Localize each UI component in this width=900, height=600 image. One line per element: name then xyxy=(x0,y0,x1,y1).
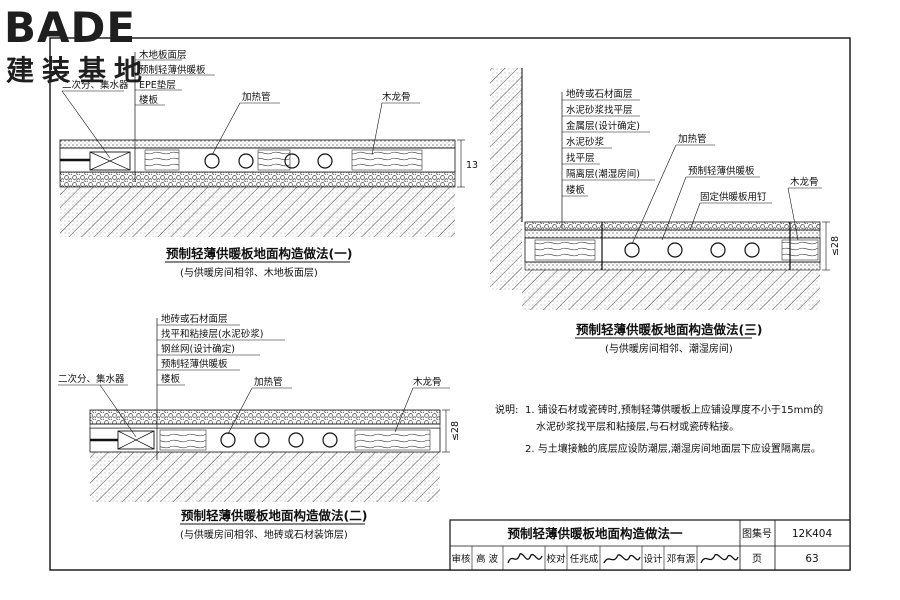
titleblock-designer: 邓有源 xyxy=(667,553,696,565)
logo-slogan: 建装基地 xyxy=(6,54,150,87)
fig2-distributor-label: 二次分、集水器 xyxy=(58,373,125,385)
fig1-dimension: 13 xyxy=(466,160,478,171)
fig3-mortar-layer xyxy=(524,229,821,239)
logo-brand: BADE xyxy=(4,3,136,52)
fig3-pipe xyxy=(744,242,760,258)
fig1-epe-layer xyxy=(59,171,456,188)
fig2-pipe xyxy=(254,432,270,448)
fig1-subtitle: (与供暖房间相邻、木地板面层) xyxy=(180,266,318,279)
fig1-label-2: EPE垫层 xyxy=(139,79,176,91)
notes-item-1: 水泥砂浆找平层和粘接层,与石材或瓷砖粘接。 xyxy=(536,420,739,433)
fig1-keels xyxy=(144,149,423,171)
fig1-keel xyxy=(144,149,180,171)
notes-item-0: 1. 铺设石材或瓷砖时,预制轻薄供暖板上应铺设厚度不小于15mm的 xyxy=(525,403,823,416)
fig3-label-6: 楼板 xyxy=(566,184,586,196)
fig1-title: 预制轻薄供暖板地面构造做法(一) xyxy=(166,246,352,261)
fig3-dimension: ≤28 xyxy=(830,236,841,256)
fig3-pipe xyxy=(710,242,726,258)
fig3-tile-finish xyxy=(524,221,821,231)
fig2-label-3: 预制轻薄供暖板 xyxy=(161,358,228,370)
fig1-floor-finish xyxy=(59,139,456,149)
fig3-label-2: 金属层(设计确定) xyxy=(566,120,640,132)
fig2-keel xyxy=(159,429,207,451)
title-block: 预制轻薄供暖板地面构造做法一 图集号 12K404 审核 高 波 校对 任兆成 … xyxy=(449,519,851,571)
fig1-pipe xyxy=(204,153,220,169)
fig2-label-0: 地砖或石材面层 xyxy=(161,313,228,325)
fig3-keel xyxy=(534,239,596,261)
titleblock-reviewer: 高 波 xyxy=(476,553,499,565)
titleblock-title: 预制轻薄供暖板地面构造做法一 xyxy=(507,526,683,541)
fig3-keels xyxy=(534,239,819,261)
fig1-pipes xyxy=(204,153,333,169)
figure-1: 木地板面层 预制轻薄供暖板 EPE垫层 楼板 二次分、集水器 加热管 木龙骨 1… xyxy=(59,49,478,279)
fig3-pipe xyxy=(667,242,683,258)
fig2-keel-label: 木龙骨 xyxy=(413,376,442,388)
fig3-keel xyxy=(781,239,819,261)
fig3-subtitle: (与供暖房间相邻、潮湿房间) xyxy=(605,342,733,355)
fig2-label-2: 钢丝网(设计确定) xyxy=(161,343,235,355)
fig1-keel-label: 木龙骨 xyxy=(382,91,411,103)
fig1-pipe xyxy=(238,153,254,169)
brand-logo: BADE 建装基地 xyxy=(4,3,150,87)
designer-signature xyxy=(700,553,739,564)
fig2-pipe xyxy=(220,432,236,448)
fig3-label-1: 水泥砂浆找平层 xyxy=(566,104,633,116)
titleblock-atlas-no: 12K404 xyxy=(792,528,833,540)
fig3-title: 预制轻薄供暖板地面构造做法(三) xyxy=(576,322,762,337)
fig1-pipe xyxy=(284,153,300,169)
titleblock-design-label: 设计 xyxy=(643,553,663,565)
fig3-label-3: 水泥砂浆 xyxy=(566,136,605,148)
fig3-label-0: 地砖或石材面层 xyxy=(566,88,633,100)
notes-heading: 说明: xyxy=(495,403,518,416)
fig2-keels xyxy=(159,429,431,451)
notes-item-2: 2. 与土壤接触的底层应设防潮层,潮湿房间地面层下应设置隔离层。 xyxy=(525,442,821,455)
figure-2: 地砖或石材面层 找平和粘接层(水泥砂浆) 钢丝网(设计确定) 预制轻薄供暖板 楼… xyxy=(58,313,461,541)
figure-3: 地砖或石材面层 水泥砂浆找平层 金属层(设计确定) 水泥砂浆 找平层 隔离层(潮… xyxy=(490,68,841,355)
fig1-pipe xyxy=(317,153,333,169)
titleblock-atlas-label: 图集号 xyxy=(742,527,772,540)
fig3-leveling-layer xyxy=(524,261,821,271)
fig1-pipe-label: 加热管 xyxy=(242,91,271,103)
fig2-pipes xyxy=(220,432,338,448)
titleblock-check-label: 校对 xyxy=(546,553,566,565)
fig3-nail-label: 固定供暖板用钉 xyxy=(700,191,767,203)
fig3-pipe-label: 加热管 xyxy=(678,133,707,145)
titleblock-page-no: 63 xyxy=(805,553,818,565)
fig2-keel xyxy=(354,429,431,451)
fig2-pipe-label: 加热管 xyxy=(254,376,283,388)
fig1-keel xyxy=(257,149,291,171)
checker-signature xyxy=(603,554,641,564)
fig3-nails xyxy=(601,222,791,270)
fig3-board-label: 预制轻薄供暖板 xyxy=(688,165,755,177)
fig2-pipe xyxy=(288,432,304,448)
fig2-title: 预制轻薄供暖板地面构造做法(二) xyxy=(181,508,367,523)
fig2-tile-finish xyxy=(89,409,441,425)
fig2-pipe xyxy=(322,432,338,448)
fig1-label-3: 楼板 xyxy=(139,94,159,106)
notes: 说明: 1. 铺设石材或瓷砖时,预制轻薄供暖板上应铺设厚度不小于15mm的 水泥… xyxy=(495,403,823,455)
fig2-label-1: 找平和粘接层(水泥砂浆) xyxy=(161,328,263,340)
titleblock-page-label: 页 xyxy=(752,553,762,565)
fig3-pipe xyxy=(624,242,640,258)
fig2-dimension: ≤28 xyxy=(450,421,461,441)
reviewer-signature xyxy=(507,553,543,564)
titleblock-checker: 任兆成 xyxy=(570,553,599,565)
fig2-wire-mesh xyxy=(89,423,441,429)
titleblock-review-label: 审核 xyxy=(451,553,471,565)
fig1-keel xyxy=(351,149,423,171)
fig2-subtitle: (与供暖房间相邻、地砖或石材装饰层) xyxy=(180,528,348,541)
fig1-label-0: 木地板面层 xyxy=(139,49,187,61)
fig3-label-4: 找平层 xyxy=(566,152,595,164)
fig1-label-1: 预制轻薄供暖板 xyxy=(139,64,206,76)
fig3-label-5: 隔离层(潮湿房间) xyxy=(566,168,640,180)
fig3-pipes xyxy=(624,242,760,258)
fig3-keel-label: 木龙骨 xyxy=(790,176,819,188)
fig2-label-4: 楼板 xyxy=(161,373,181,385)
fig1-distributor-label: 二次分、集水器 xyxy=(62,79,129,91)
